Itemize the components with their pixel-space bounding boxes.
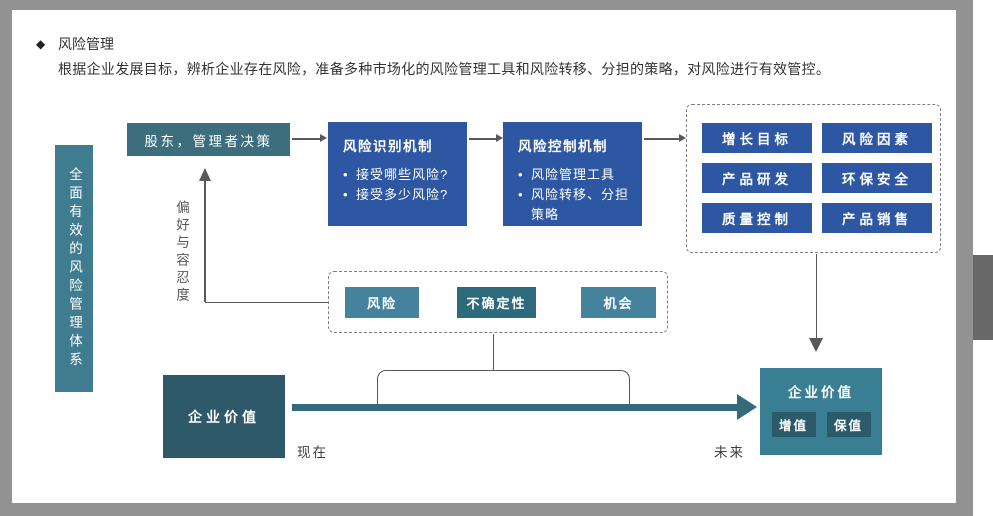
area-box-env-safety: 环保安全 [822, 163, 932, 193]
bullet-dot-icon: • [518, 187, 524, 203]
list-item-label: 接受哪些风险? [356, 167, 449, 182]
bullet-dot-icon: • [343, 187, 349, 203]
arrowhead-right-icon [320, 134, 327, 143]
future-value-tags: 增值 保值 [760, 412, 882, 437]
area-box-product-rd: 产品研发 [702, 163, 812, 193]
risk-identify-box: 风险识别机制 • 接受哪些风险? • 接受多少风险? [328, 122, 467, 226]
list-item: • 风险转移、分担策略 [518, 185, 634, 225]
business-areas-panel: 增长目标 风险因素 产品研发 环保安全 质量控制 产品销售 [686, 104, 941, 253]
list-item: • 接受哪些风险? [343, 165, 459, 185]
uncertainty-panel: 风险 不确定性 机会 [328, 271, 668, 333]
list-item-label: 风险转移、分担策略 [531, 187, 630, 223]
preference-connector-line [205, 301, 328, 303]
bullet-dot-icon: • [343, 167, 349, 182]
risk-control-list: • 风险管理工具 • 风险转移、分担策略 [518, 165, 634, 225]
future-value-title: 企业价值 [788, 385, 854, 400]
area-box-risk-factors: 风险因素 [822, 123, 932, 153]
value-tag-preserve: 保值 [826, 412, 871, 437]
bracket-stem-line [492, 334, 494, 371]
preference-label: 偏好与容忍度 [174, 200, 189, 305]
arrowhead-down-icon [809, 338, 823, 352]
flow-arrow-3 [644, 134, 686, 143]
uncertainty-box-risk: 风险 [345, 287, 419, 318]
uncertainty-box-uncertainty: 不确定性 [457, 287, 536, 318]
page-subtitle: 根据企业发展目标，辨析企业存在风险，准备多种市场化的风险管理工具和风险转移、分担… [58, 61, 831, 77]
risk-control-box: 风险控制机制 • 风险管理工具 • 风险转移、分担策略 [503, 122, 642, 226]
present-value-box: 企业价值 [163, 375, 285, 458]
list-item-label: 风险管理工具 [531, 167, 616, 182]
frame-top [0, 0, 957, 10]
grouping-bracket [377, 370, 630, 404]
diamond-bullet-icon: ◆ [36, 37, 46, 51]
areas-down-arrow-line [815, 254, 817, 339]
risk-identify-list: • 接受哪些风险? • 接受多少风险? [343, 165, 459, 205]
bullet-dot-icon: • [518, 167, 524, 182]
flow-arrow-1 [292, 134, 327, 143]
frame-left [0, 0, 12, 516]
preference-up-arrow-line [204, 180, 206, 302]
timeline-arrow [292, 404, 738, 411]
page-title: 风险管理 [58, 36, 114, 52]
future-value-box: 企业价值 增值 保值 [760, 368, 882, 455]
value-tag-appreciate: 增值 [771, 412, 816, 437]
list-item: • 风险管理工具 [518, 165, 634, 185]
timeline-arrowhead-icon [737, 394, 757, 420]
scrollbar-thumb[interactable] [973, 255, 993, 340]
frame-right [956, 0, 973, 511]
arrowhead-right-icon [679, 134, 686, 143]
future-time-label: 未来 [714, 445, 745, 460]
arrowhead-right-icon [496, 134, 503, 143]
arrowhead-up-icon [199, 168, 211, 181]
list-item: • 接受多少风险? [343, 185, 459, 205]
list-item-label: 接受多少风险? [356, 187, 449, 203]
area-box-growth-target: 增长目标 [702, 123, 812, 153]
uncertainty-box-opportunity: 机会 [581, 287, 656, 318]
present-time-label: 现在 [297, 445, 328, 460]
risk-identify-title: 风险识别机制 [343, 139, 433, 154]
flow-arrow-2 [469, 134, 503, 143]
area-box-product-sales: 产品销售 [822, 203, 932, 233]
decision-box: 股东，管理者决策 [127, 123, 290, 156]
frame-bottom [0, 503, 973, 516]
risk-control-title: 风险控制机制 [518, 139, 608, 154]
area-box-quality-control: 质量控制 [702, 203, 812, 233]
system-banner: 全面有效的风险管理体系 [55, 145, 93, 392]
